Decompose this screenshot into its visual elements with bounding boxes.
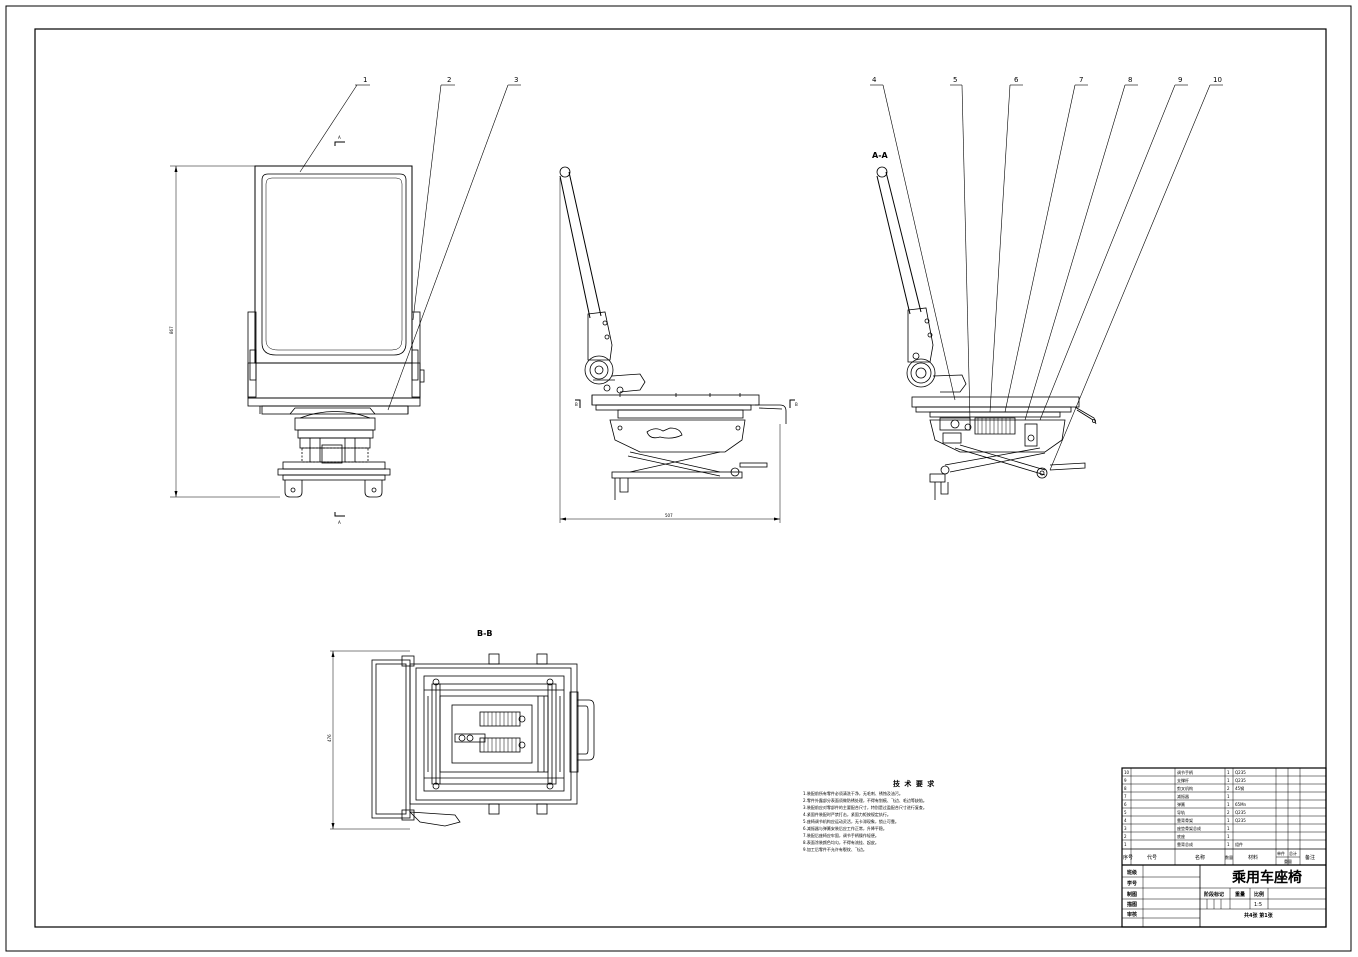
section-aa-label: A-A: [872, 151, 889, 160]
balloon-10: 10: [1213, 76, 1222, 84]
bom-name: 座垫骨架总成: [1177, 825, 1201, 831]
section-marker-bottom: A: [338, 520, 341, 525]
section-aa-view: A-A: [872, 151, 1097, 500]
title-block-labels: 班级 学号 制图 描图 审核 阶段标记 重量 比例 1:5 共4张 第1张 乘用…: [1126, 869, 1302, 919]
label-student-no: 学号: [1127, 880, 1137, 887]
drawing-title: 乘用车座椅: [1231, 869, 1302, 886]
label-approved: 审核: [1127, 911, 1137, 918]
inner-border: [34, 28, 1327, 928]
requirement-line: 1.装配前所有零件必须清洗干净，无毛刺、锈蚀及油污。: [803, 791, 903, 796]
bom-no: 2: [1124, 834, 1127, 839]
bom-header-total-weight: 总计: [1289, 850, 1297, 856]
requirements-title: 技 术 要 求: [893, 780, 936, 788]
bom-no: 9: [1124, 778, 1127, 783]
requirement-line: 9.加工后零件不允许有裂纹、飞边。: [803, 847, 867, 852]
bom-qty: 2: [1227, 786, 1230, 791]
label-class: 班级: [1127, 869, 1137, 876]
bom-header: 序号 代号 名称 数量 材料 单件 总计 重量 备注: [1123, 850, 1315, 864]
bom-header-qty: 数量: [1225, 854, 1233, 860]
title-block: [1121, 767, 1327, 928]
bom-no: 3: [1124, 826, 1127, 831]
bom-table: 10 调节手柄 1 Q235 9 支撑杆 1 Q235 8 剪叉机构 2 45钢…: [1124, 769, 1247, 847]
requirement-line: 2.零件外露部分表面须做防锈处理，不得有划痕、飞边、毛边等缺陷。: [803, 798, 927, 803]
section-b-marker-left: B: [575, 402, 578, 407]
balloon-7: 7: [1079, 76, 1083, 84]
bom-name: 弹簧: [1177, 801, 1185, 807]
front-view: A A 867: [169, 135, 425, 525]
bom-header-weight: 重量: [1284, 858, 1292, 864]
bom-qty: 1: [1227, 818, 1230, 823]
bom-mat: Q235: [1235, 818, 1246, 823]
dim-side-width: 507: [665, 513, 673, 518]
bom-qty: 1: [1227, 802, 1230, 807]
balloon-numbers: 1 2 3 4 5 6 7 8 9 10: [363, 76, 1222, 84]
scale-value: 1:5: [1254, 902, 1262, 908]
balloon-6: 6: [1014, 76, 1019, 84]
bom-header-unit-weight: 单件: [1277, 850, 1285, 856]
label-drawn: 制图: [1127, 891, 1137, 898]
label-weight: 重量: [1235, 891, 1245, 898]
balloon-8: 8: [1128, 76, 1132, 84]
bom-name: 调节手柄: [1177, 769, 1193, 775]
sheet-info: 共4张 第1张: [1244, 912, 1274, 919]
balloon-leaders: [299, 84, 1223, 471]
requirement-line: 6.减振器与弹簧安装后应工作正常，升降平稳。: [803, 826, 887, 831]
bom-name: 减振器: [1177, 793, 1189, 799]
bom-qty: 1: [1227, 826, 1230, 831]
bom-name: 支撑杆: [1177, 777, 1189, 783]
section-bb-label: B-B: [477, 629, 493, 638]
label-stage: 阶段标记: [1204, 891, 1224, 898]
balloon-3: 3: [514, 76, 518, 84]
dim-top-height: 476: [327, 734, 332, 742]
label-checked: 描图: [1126, 901, 1137, 908]
bom-mat: 组件: [1235, 841, 1243, 847]
bom-header-name: 名称: [1195, 854, 1205, 861]
bom-name: 底座: [1177, 833, 1185, 839]
bom-no: 1: [1124, 842, 1127, 847]
bom-mat: Q235: [1235, 778, 1246, 783]
requirement-line: 3.装配前应对零部件的主要配合尺寸，特别是过盈配合尺寸进行复查。: [803, 805, 927, 810]
bom-mat: 65Mn: [1235, 802, 1247, 807]
requirement-line: 4.紧固件装配时严禁打击，紧固力矩按规定执行。: [803, 812, 891, 817]
bom-mat: 45钢: [1235, 785, 1244, 791]
bom-qty: 1: [1227, 834, 1230, 839]
bom-no: 5: [1124, 810, 1127, 815]
bom-qty: 1: [1227, 778, 1230, 783]
bom-name: 剪叉机构: [1177, 785, 1193, 791]
balloon-4: 4: [872, 76, 877, 84]
bom-no: 8: [1124, 786, 1127, 791]
balloon-5: 5: [953, 76, 957, 84]
bom-no: 10: [1124, 770, 1130, 775]
bom-no: 6: [1124, 802, 1127, 807]
requirement-line: 7.装配后座椅应牢固，调节手柄操作轻便。: [803, 833, 879, 838]
outer-border: [5, 5, 1352, 952]
bom-qty: 1: [1227, 794, 1230, 799]
bom-name: 靠背骨架: [1177, 817, 1193, 823]
bom-header-no: 序号: [1123, 854, 1133, 861]
balloon-2: 2: [447, 76, 451, 84]
bom-qty: 2: [1227, 810, 1230, 815]
bom-name: 导轨: [1177, 809, 1185, 815]
bom-no: 4: [1124, 818, 1127, 823]
balloon-9: 9: [1178, 76, 1182, 84]
section-bb-view: B-B 476: [327, 629, 595, 830]
side-view: 507 B B: [559, 166, 798, 523]
dim-front-height: 867: [169, 326, 174, 334]
requirement-line: 8.表面涂装颜色均匀，不得有流挂、起皮。: [803, 840, 879, 845]
bom-header-remark: 备注: [1305, 854, 1315, 861]
bom-header-code: 代号: [1147, 854, 1157, 861]
bom-qty: 1: [1227, 770, 1230, 775]
bom-header-mat: 材料: [1248, 854, 1258, 861]
label-scale: 比例: [1254, 891, 1264, 898]
bom-name: 靠背总成: [1177, 841, 1193, 847]
balloon-1: 1: [363, 76, 367, 84]
bom-qty: 1: [1227, 842, 1230, 847]
section-b-marker-right: B: [795, 402, 798, 407]
bom-mat: Q235: [1235, 770, 1246, 775]
bom-no: 7: [1124, 794, 1127, 799]
bom-mat: Q235: [1235, 810, 1246, 815]
section-marker-top: A: [338, 135, 341, 140]
requirement-line: 5.座椅调节机构应运动灵活，无卡滞现象，锁止可靠。: [803, 819, 899, 824]
